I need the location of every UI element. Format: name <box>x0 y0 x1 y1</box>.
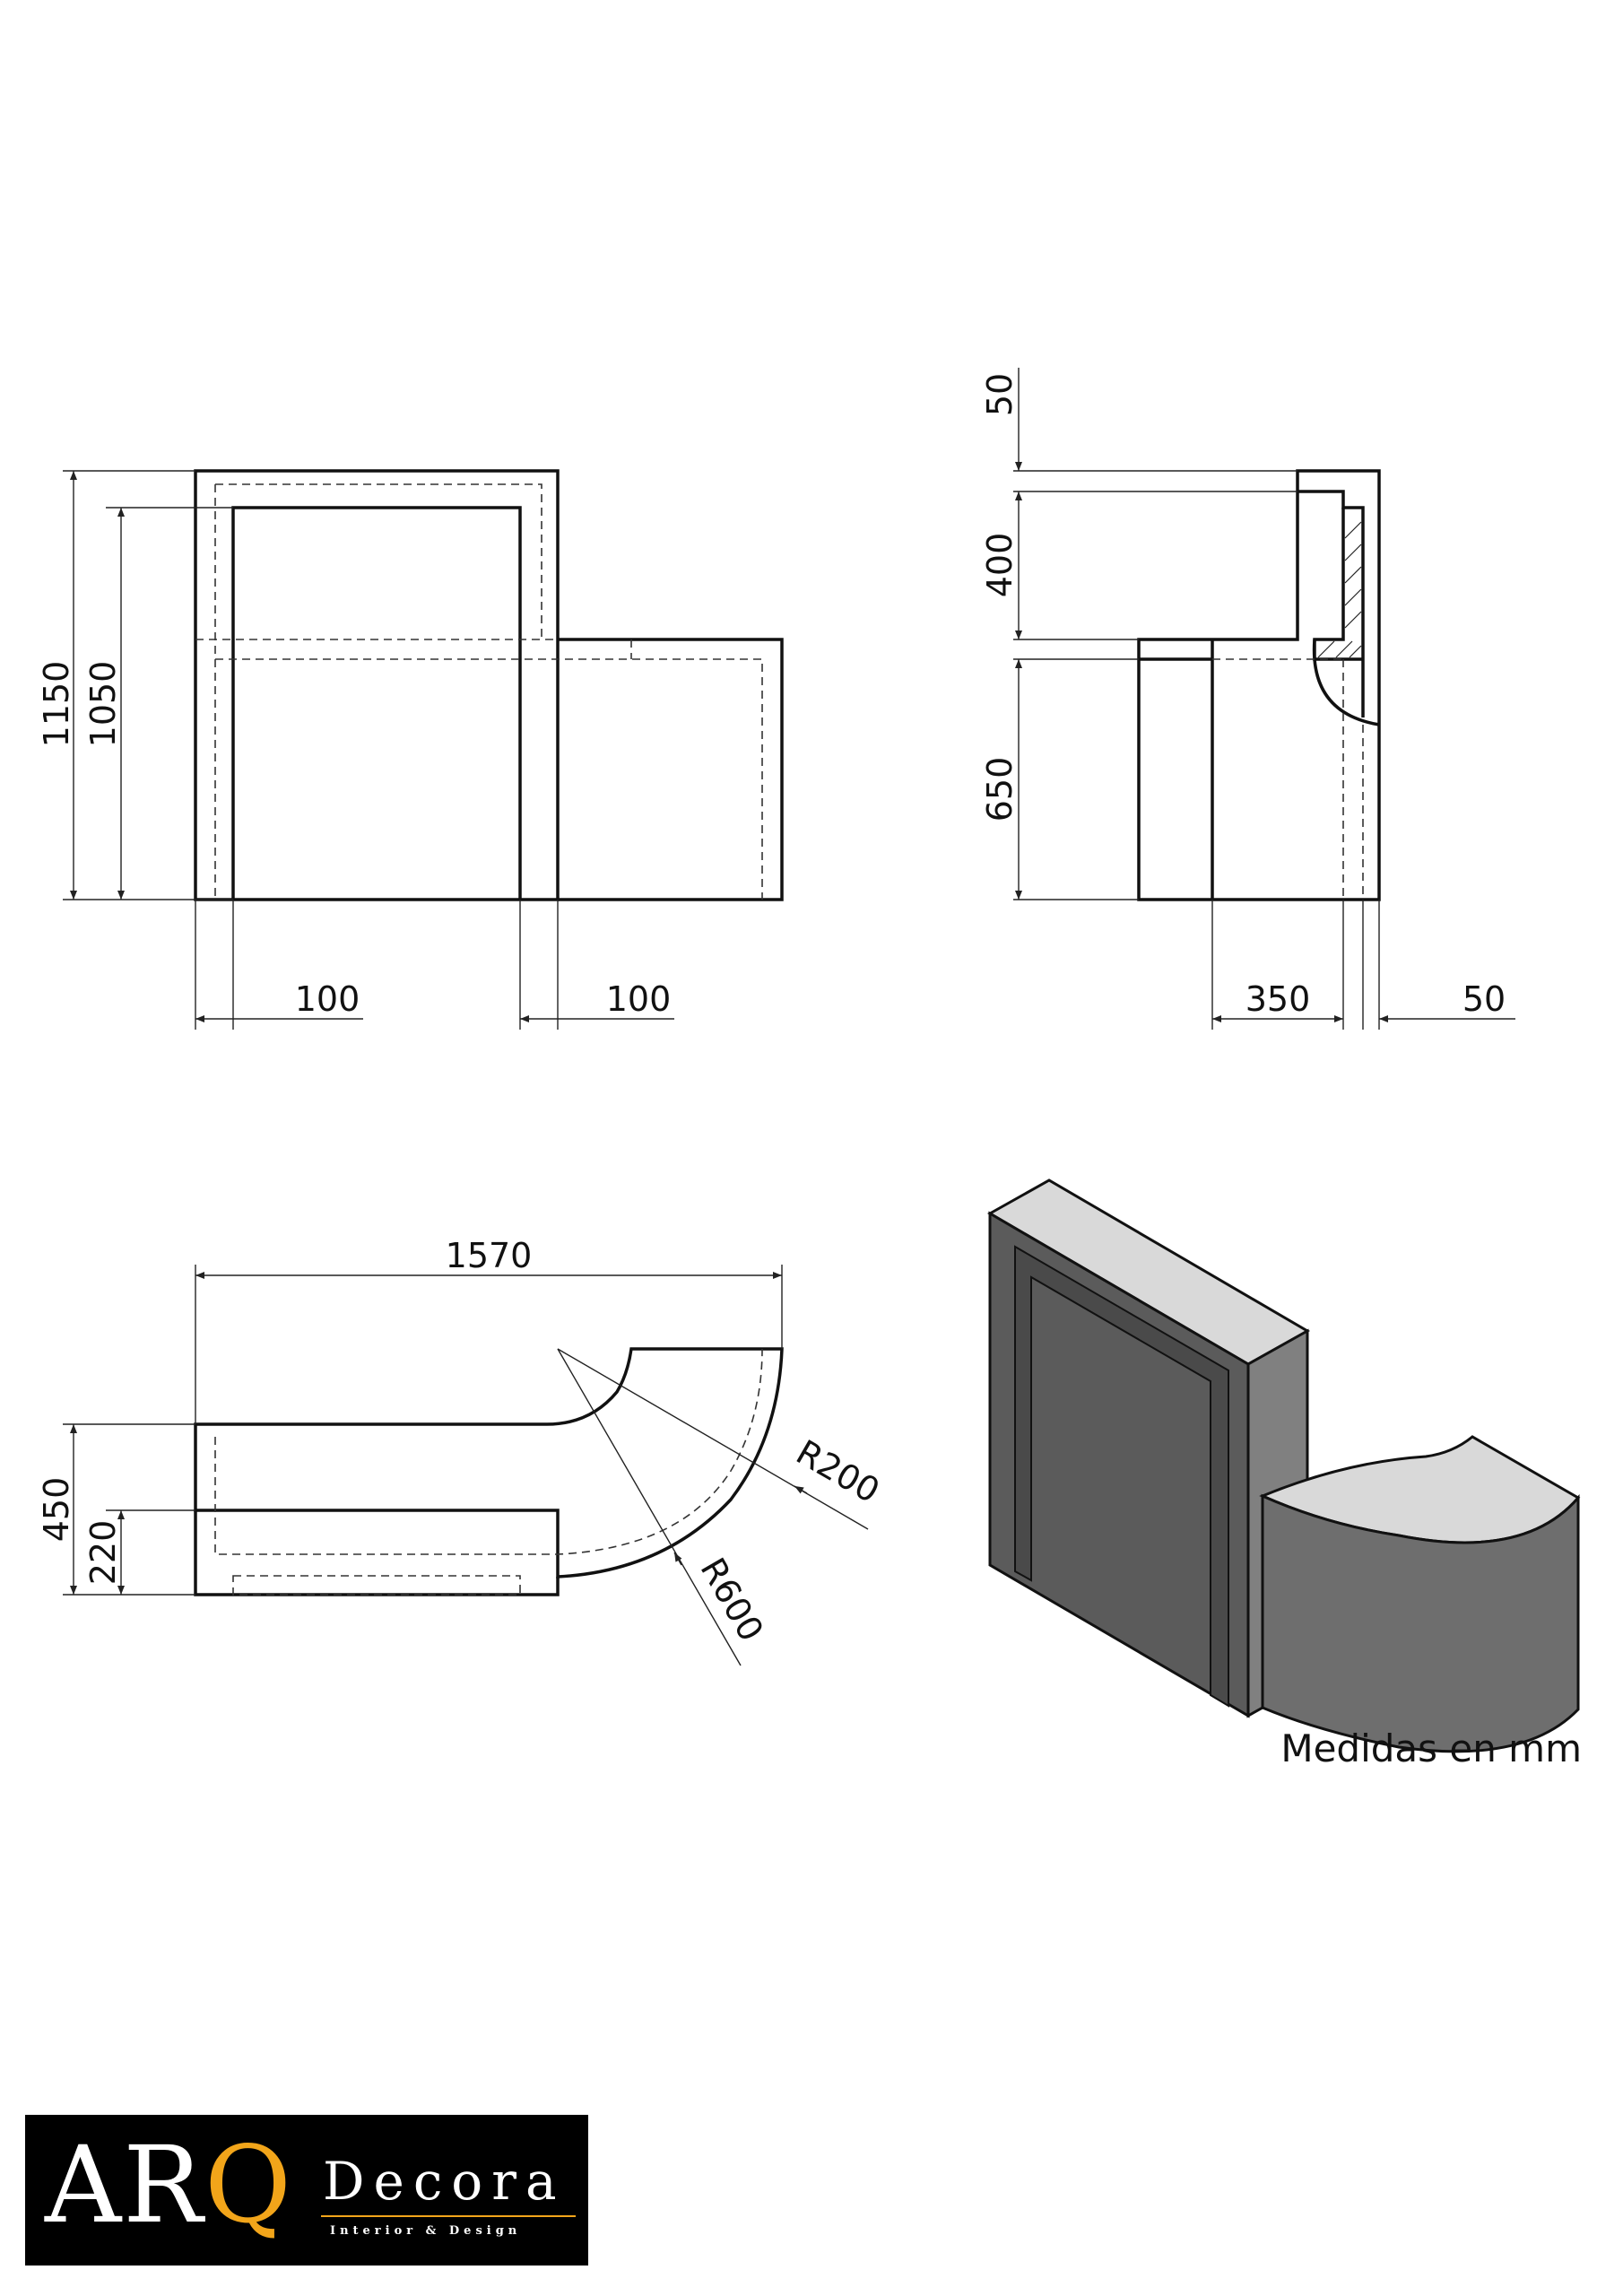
dim-label-50-bottom: 50 <box>1462 979 1506 1019</box>
front-bottom-extension-lines <box>195 900 559 1030</box>
dim-label-50-top: 50 <box>980 373 1020 416</box>
dim-label-350: 350 <box>1245 979 1311 1019</box>
dim-label-220: 220 <box>83 1520 123 1586</box>
side-cleat <box>1313 508 1363 661</box>
front-counter-outline <box>558 638 784 901</box>
iso-frame-recess <box>1014 1245 1229 1708</box>
brand-logo: ARQ Decora Interior & Design <box>25 2115 588 2266</box>
logo-mark: ARQ <box>45 2122 293 2248</box>
plan-hidden-inner <box>214 1348 763 1555</box>
units-note: Medidas en mm <box>1280 1726 1582 1770</box>
plan-hidden-frame <box>232 1575 521 1596</box>
logo-name: Decora <box>323 2151 566 2212</box>
side-extension-lines <box>1013 470 1298 900</box>
radius-arrow-r600 <box>673 1552 682 1566</box>
front-frame-outline <box>194 469 560 901</box>
dim-label-r600: R600 <box>692 1552 771 1648</box>
side-bottom-extension-lines <box>1211 900 1380 1030</box>
dim-label-100-left: 100 <box>295 979 360 1019</box>
front-frame-opening <box>231 506 522 900</box>
dim-label-400: 400 <box>980 533 1020 598</box>
side-counter-front <box>1139 639 1214 900</box>
side-panel-profile <box>1298 490 1365 718</box>
iso-counter-front <box>1261 1493 1580 1753</box>
radius-line-r600 <box>557 1348 742 1666</box>
logo-mark-q: Q <box>204 2123 293 2247</box>
plan-extension-lines-top <box>195 1265 783 1424</box>
front-view: 1150 1050 100 100 <box>37 469 784 1030</box>
side-hidden-lines <box>1212 658 1364 900</box>
logo-tagline: Interior & Design <box>330 2224 522 2238</box>
dim-label-100-right: 100 <box>606 979 672 1019</box>
front-hidden-counter-inner <box>215 658 763 900</box>
side-hatching <box>1317 521 1362 658</box>
plan-counter-outline <box>194 1347 784 1578</box>
side-view: 50 400 650 350 50 <box>980 368 1515 1030</box>
dim-label-450: 450 <box>37 1477 76 1543</box>
dim-label-1150: 1150 <box>37 661 76 748</box>
dim-label-r200: R200 <box>790 1432 887 1511</box>
plan-back-panel <box>194 1510 560 1596</box>
radius-arrow-r200 <box>794 1485 808 1494</box>
dim-label-1050: 1050 <box>83 661 123 748</box>
front-hidden-back-panel <box>215 483 542 639</box>
logo-mark-ar: AR <box>45 2123 205 2247</box>
dim-label-1570: 1570 <box>446 1236 533 1275</box>
isometric-view <box>986 1178 1581 1753</box>
radius-line-r200 <box>557 1348 869 1530</box>
plan-view: 1570 450 220 R200 R600 <box>37 1236 887 1666</box>
logo-divider <box>321 2215 576 2217</box>
front-extension-lines <box>63 470 233 900</box>
dim-label-650: 650 <box>980 757 1020 822</box>
